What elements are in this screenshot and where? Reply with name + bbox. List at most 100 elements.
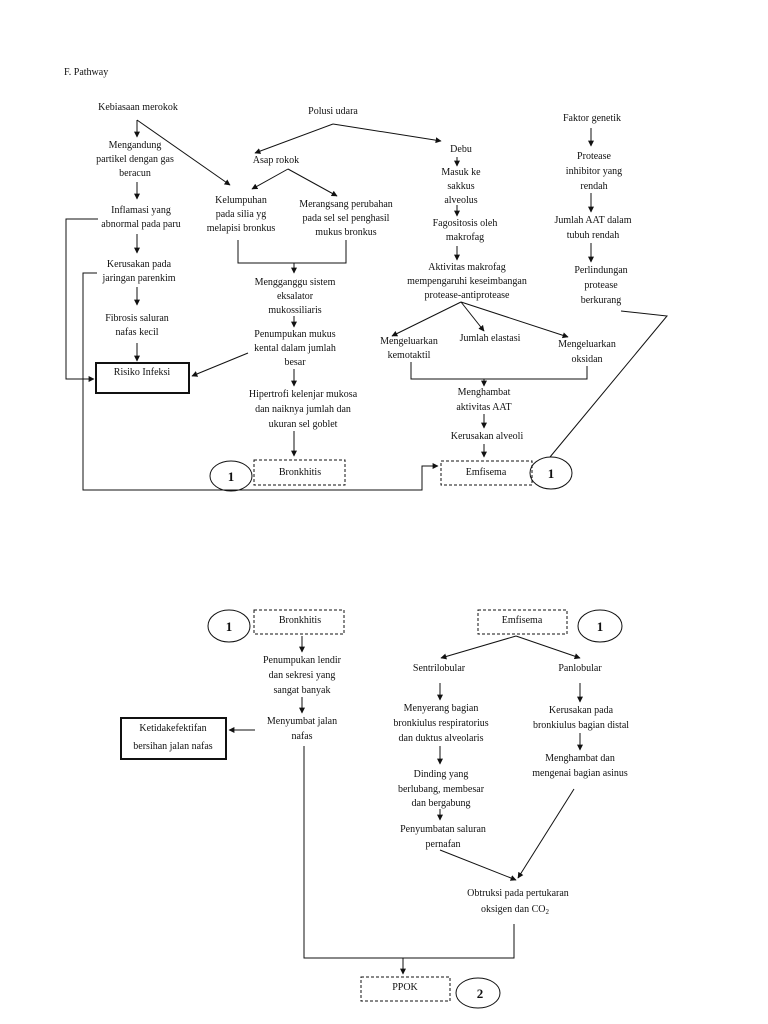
node-ketidakefektifan-l1: Ketidakefektifan xyxy=(139,723,206,734)
node-sentrilobular: Sentrilobular xyxy=(413,663,466,674)
node-jumlah-elastasi: Jumlah elastasi xyxy=(460,333,521,344)
connector-1-bronkhitis-lower xyxy=(207,609,251,643)
node-penumpukan-lendir-l2: dan sekresi yang xyxy=(269,670,336,681)
node-penumpukan-mukus-l1: Penumpukan mukus xyxy=(254,329,335,340)
node-menyumbat-jalan-nafas-l1: Menyumbat jalan xyxy=(267,716,337,727)
node-penyumbatan-saluran-l1: Penyumbatan saluran xyxy=(400,824,486,835)
node-aktivitas-makrofag-l3: protease-antiprotease xyxy=(425,290,511,301)
node-sakkus-l1: Masuk ke xyxy=(441,167,481,178)
node-gas-beracun-l1: Mengandung xyxy=(109,140,162,151)
node-eskalator-l2: eksalator xyxy=(277,291,314,302)
node-kerusakan-distal-l1: Kerusakan pada xyxy=(549,705,614,716)
connector-1-emfisema-lower xyxy=(577,609,623,643)
node-menghambat-asinus-l1: Menghambat dan xyxy=(545,753,615,764)
node-aat-rendah-l2: tubuh rendah xyxy=(567,230,620,241)
node-perubahan-sel-l1: Merangsang perubahan xyxy=(299,199,393,210)
node-inflamasi-l2: abnormal pada paru xyxy=(101,219,180,230)
connector-2-label: 2 xyxy=(477,986,484,1001)
node-gas-beracun-l3: beracun xyxy=(119,168,151,179)
node-bronkhitis-upper: Bronkhitis xyxy=(279,467,321,478)
connector-1-bronkhitis-lower-label: 1 xyxy=(226,619,233,634)
node-fibrosis-l1: Fibrosis saluran xyxy=(105,313,169,324)
node-obstruksi-l1: Obtruksi pada pertukaran xyxy=(467,888,569,899)
node-kerusakan-distal-l2: bronkiulus bagian distal xyxy=(533,720,629,731)
connector-1-emfisema-upper xyxy=(529,456,573,490)
connector-2 xyxy=(455,977,501,1009)
node-penumpukan-mukus-l3: besar xyxy=(284,357,306,368)
node-hipertrofi-l3: ukuran sel goblet xyxy=(269,419,338,430)
emfisema-upper-box xyxy=(440,460,533,486)
node-aktivitas-makrofag-l2: mempengaruhi keseimbangan xyxy=(407,276,527,287)
node-aktivitas-makrofag-l1: Aktivitas makrofag xyxy=(428,262,505,273)
node-dinding-l2: berlubang, membesar xyxy=(398,784,485,795)
node-obstruksi-subscript: 2 xyxy=(545,908,549,916)
node-gas-beracun-l2: partikel dengan gas xyxy=(96,154,174,165)
node-kemotaktil-l1: Mengeluarkan xyxy=(380,336,438,347)
node-menghambat-asinus-l2: mengenai bagian asinus xyxy=(532,768,628,779)
node-kebiasaan-merokok: Kebiasaan merokok xyxy=(98,102,178,113)
connector-1-bronkhitis-upper-label: 1 xyxy=(228,469,235,484)
node-dinding-l1: Dinding yang xyxy=(414,769,469,780)
node-fibrosis-l2: nafas kecil xyxy=(115,327,158,338)
node-aat-rendah-l1: Jumlah AAT dalam xyxy=(554,215,631,226)
connector-1-bronkhitis-upper xyxy=(209,460,253,492)
node-kerusakan-parenkim-l2: jaringan parenkim xyxy=(101,273,175,284)
node-debu: Debu xyxy=(450,144,472,155)
node-ppok: PPOK xyxy=(392,982,418,993)
node-risiko-infeksi: Risiko Infeksi xyxy=(114,367,171,378)
node-eskalator-l3: mukossiliaris xyxy=(268,305,321,316)
node-bronkhitis-lower: Bronkhitis xyxy=(279,615,321,626)
node-obstruksi-l2-text: oksigen dan CO xyxy=(481,904,545,915)
node-protease-inhibitor-l2: inhibitor yang xyxy=(566,166,622,177)
node-kemotaktil-l2: kemotaktil xyxy=(388,350,431,361)
node-perlindungan-protease-l2: protease xyxy=(584,280,618,291)
bronkhitis-lower-box xyxy=(253,609,345,635)
node-protease-inhibitor-l3: rendah xyxy=(580,181,607,192)
node-hipertrofi-l2: dan naiknya jumlah dan xyxy=(255,404,351,415)
node-menyumbat-jalan-nafas-l2: nafas xyxy=(291,731,312,742)
node-menyerang-bronkiulus-l3: dan duktus alveolaris xyxy=(399,733,484,744)
node-kerusakan-alveoli: Kerusakan alveoli xyxy=(451,431,524,442)
node-kelumpuhan-silia-l1: Kelumpuhan xyxy=(215,195,267,206)
node-dinding-l3: dan bergabung xyxy=(412,798,471,809)
node-inflamasi-l1: Inflamasi yang xyxy=(111,205,171,216)
node-penumpukan-lendir-l3: sangat banyak xyxy=(274,685,331,696)
node-polusi-udara: Polusi udara xyxy=(308,106,358,117)
node-oksidan-l1: Mengeluarkan xyxy=(558,339,616,350)
node-menyerang-bronkiulus-l1: Menyerang bagian xyxy=(404,703,479,714)
node-penumpukan-mukus-l2: kental dalam jumlah xyxy=(254,343,336,354)
node-menyerang-bronkiulus-l2: bronkiulus respiratorius xyxy=(393,718,488,729)
node-penyumbatan-saluran-l2: pernafan xyxy=(426,839,461,850)
node-sakkus-l2: sakkus xyxy=(447,181,474,192)
node-panlobular: Panlobular xyxy=(558,663,602,674)
risiko-infeksi-box xyxy=(95,362,190,394)
ppok-box xyxy=(360,976,451,1002)
node-kerusakan-parenkim-l1: Kerusakan pada xyxy=(107,259,172,270)
node-penumpukan-lendir-l1: Penumpukan lendir xyxy=(263,655,342,666)
node-oksidan-l2: oksidan xyxy=(571,354,602,365)
node-emfisema-upper: Emfisema xyxy=(466,467,507,478)
node-hipertrofi-l1: Hipertrofi kelenjar mukosa xyxy=(249,389,358,400)
connector-1-emfisema-lower-label: 1 xyxy=(597,619,604,634)
node-faktor-genetik: Faktor genetik xyxy=(563,113,621,124)
node-ketidakefektifan-l2: bersihan jalan nafas xyxy=(133,741,213,752)
emfisema-lower-box xyxy=(477,609,568,635)
node-kelumpuhan-silia-l3: melapisi bronkus xyxy=(207,223,276,234)
node-perlindungan-protease-l3: berkurang xyxy=(581,295,622,306)
node-asap-rokok: Asap rokok xyxy=(253,155,299,166)
node-perubahan-sel-l3: mukus bronkus xyxy=(315,227,377,238)
connector-1-emfisema-upper-label: 1 xyxy=(548,466,555,481)
node-kelumpuhan-silia-l2: pada silia yg xyxy=(216,209,267,220)
node-perlindungan-protease-l1: Perlindungan xyxy=(574,265,627,276)
ketidakefektifan-box xyxy=(120,717,227,760)
bronkhitis-upper-box xyxy=(253,459,346,486)
node-fagositosis-l1: Fagositosis oleh xyxy=(433,218,498,229)
node-menghambat-aat-l2: aktivitas AAT xyxy=(456,402,511,413)
pathway-title: F. Pathway xyxy=(64,67,108,78)
lower-arrows xyxy=(228,635,583,975)
node-perubahan-sel-l2: pada sel sel penghasil xyxy=(303,213,390,224)
node-eskalator-l1: Mengganggu sistem xyxy=(255,277,336,288)
node-obstruksi-l2: oksigen dan CO2 xyxy=(481,904,549,916)
node-protease-inhibitor-l1: Protease xyxy=(577,151,611,162)
